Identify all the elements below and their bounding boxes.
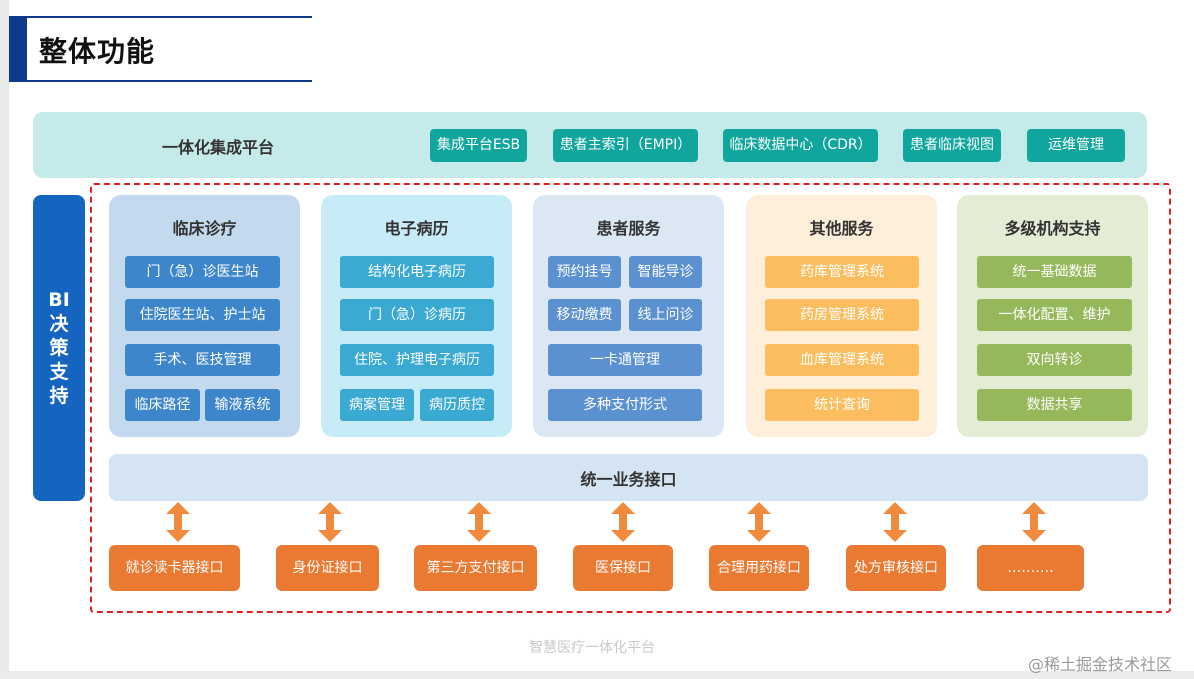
page-title: 整体功能: [39, 35, 156, 68]
module-item: 双向转诊: [977, 344, 1132, 376]
platform-item-esb: 集成平台ESB: [430, 129, 527, 162]
module-item: 统一基础数据: [977, 256, 1132, 288]
platform-item-cdr: 临床数据中心（CDR）: [723, 129, 878, 162]
module-item: 智能导诊: [629, 256, 702, 288]
slide-frame-bottom: [0, 671, 1194, 679]
module-title: 临床诊疗: [172, 219, 237, 238]
bi-char: 持: [49, 385, 69, 407]
module-clinical: 临床诊疗 门（急）诊医生站 住院医生站、护士站 手术、医技管理 临床路径 输液系…: [109, 195, 300, 437]
interface-more: ……….: [977, 545, 1084, 591]
watermark: @稀土掘金技术社区: [1028, 655, 1173, 674]
interface-rational-drug-use: 合理用药接口: [709, 545, 809, 591]
module-item: 一体化配置、维护: [977, 299, 1132, 331]
module-other-services: 其他服务 药库管理系统 药房管理系统 血库管理系统 统计查询: [746, 195, 937, 437]
module-item: 预约挂号: [548, 256, 621, 288]
module-item: 线上问诊: [629, 299, 702, 331]
module-item: 住院、护理电子病历: [340, 344, 494, 376]
module-item: 门（急）诊病历: [340, 299, 494, 331]
interface-prescription-review: 处方审核接口: [846, 545, 946, 591]
module-item: 门（急）诊医生站: [125, 256, 280, 288]
integration-platform-band: 一体化集成平台 集成平台ESB 患者主索引（EMPI） 临床数据中心（CDR） …: [33, 112, 1147, 178]
module-item: 药房管理系统: [765, 299, 919, 331]
title-underline-bottom: [27, 80, 312, 82]
bi-char: 决: [49, 313, 69, 335]
module-item: 统计查询: [765, 389, 919, 421]
module-item: 手术、医技管理: [125, 344, 280, 376]
caption: 智慧医疗一体化平台: [529, 640, 655, 656]
module-item: 多种支付形式: [548, 389, 702, 421]
bi-char: 支: [49, 361, 69, 383]
double-arrow-icon: [611, 502, 635, 542]
title-accent: [9, 16, 27, 82]
platform-item-ops: 运维管理: [1027, 129, 1125, 162]
interface-id-card: 身份证接口: [276, 545, 379, 591]
module-item: 血库管理系统: [765, 344, 919, 376]
module-item: 临床路径: [125, 389, 200, 421]
bi-char: 策: [49, 337, 69, 359]
bi-decision-support-bar: BI 决 策 支 持: [33, 195, 85, 501]
slide-frame-left: [0, 0, 9, 679]
interface-third-party-payment: 第三方支付接口: [414, 545, 537, 591]
double-arrow-icon: [166, 502, 190, 542]
title-bar: 整体功能: [9, 16, 312, 82]
platform-label: 一体化集成平台: [161, 138, 274, 157]
module-item: 住院医生站、护士站: [125, 299, 280, 331]
bi-char: BI: [48, 289, 70, 311]
title-underline-top: [27, 16, 312, 18]
module-item: 病历质控: [420, 389, 494, 421]
platform-item-empi: 患者主索引（EMPI）: [553, 129, 698, 162]
unified-business-interface: 统一业务接口: [109, 454, 1148, 501]
platform-item-clinical-view: 患者临床视图: [903, 129, 1001, 162]
module-item: 病案管理: [340, 389, 414, 421]
double-arrow-icon: [467, 502, 491, 542]
module-title: 电子病历: [384, 219, 449, 238]
interface-card-reader: 就诊读卡器接口: [109, 545, 240, 591]
double-arrow-icon: [747, 502, 771, 542]
double-arrow-icon: [883, 502, 907, 542]
business-scope-dashed-border: [90, 183, 1171, 613]
module-title: 患者服务: [596, 219, 661, 238]
module-item: 结构化电子病历: [340, 256, 494, 288]
module-title: 多级机构支持: [1004, 219, 1101, 238]
module-item: 输液系统: [205, 389, 280, 421]
module-multi-institution: 多级机构支持 统一基础数据 一体化配置、维护 双向转诊 数据共享: [957, 195, 1148, 437]
module-emr: 电子病历 结构化电子病历 门（急）诊病历 住院、护理电子病历 病案管理 病历质控: [321, 195, 512, 437]
module-item: 一卡通管理: [548, 344, 702, 376]
module-item: 数据共享: [977, 389, 1132, 421]
double-arrow-icon: [318, 502, 342, 542]
interface-medical-insurance: 医保接口: [573, 545, 673, 591]
module-item: 移动缴费: [548, 299, 621, 331]
module-title: 其他服务: [809, 219, 874, 238]
module-patient-service: 患者服务 预约挂号 智能导诊 移动缴费 线上问诊 一卡通管理 多种支付形式: [533, 195, 724, 437]
module-item: 药库管理系统: [765, 256, 919, 288]
double-arrow-icon: [1022, 502, 1046, 542]
